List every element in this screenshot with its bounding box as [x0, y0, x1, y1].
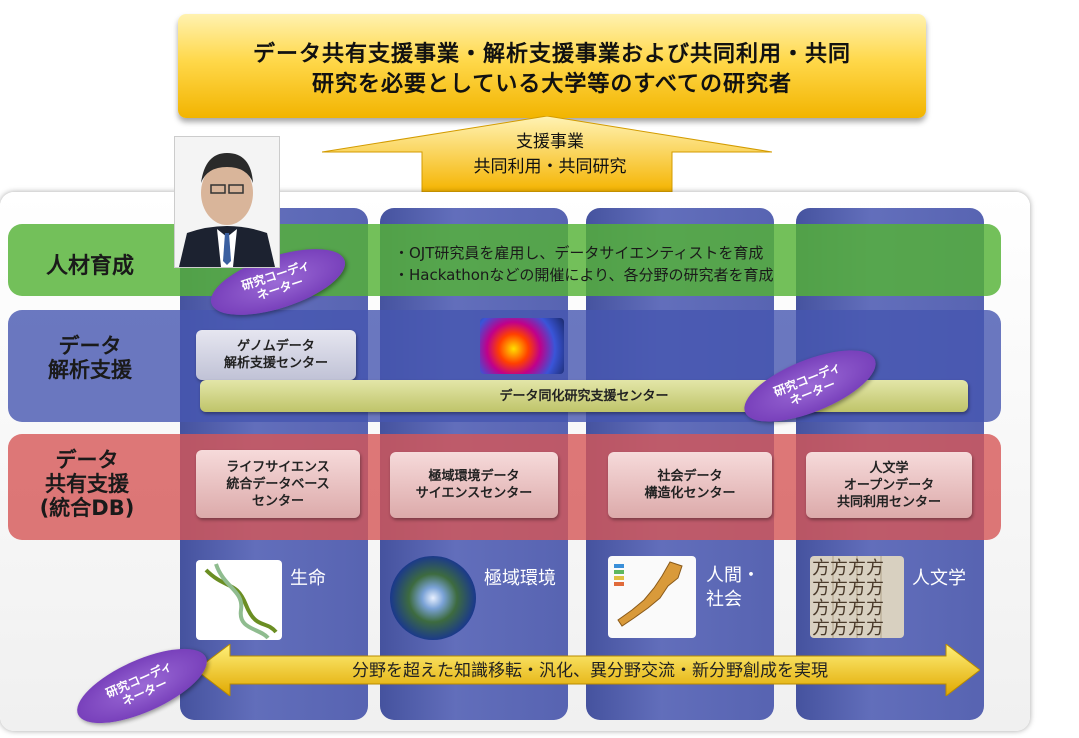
simulation-visual-image — [480, 318, 564, 374]
humanities-open-data-center: 人文学 オープンデータ 共同利用センター — [806, 452, 972, 518]
field-society-label: 人間・ 社会 — [706, 565, 760, 610]
dna-helix-image — [196, 560, 282, 640]
support-up-arrow — [322, 116, 772, 192]
life-center-line3: センター — [251, 493, 304, 509]
social-center-line1: 社会データ — [657, 469, 723, 484]
db-label: データ 共有支援 (統合DB) — [22, 448, 152, 520]
social-center-line2: 構造化センター — [644, 486, 736, 501]
humanities-center-line1: 人文学 — [869, 460, 909, 476]
db-label-line3: (統合DB) — [39, 496, 135, 520]
kanji-text-image: 方方方方方方方方方方方方方方方方 — [810, 556, 904, 638]
db-label-line2: 共有支援 — [45, 472, 129, 496]
svg-text:方方方方: 方方方方 — [812, 618, 884, 638]
svg-text:方方方方: 方方方方 — [812, 578, 884, 599]
banner-title-line1: データ共有支援事業・解析支援事業および共同利用・共同 — [252, 42, 851, 67]
humanities-center-line3: 共同利用センター — [836, 494, 941, 510]
up-arrow-line2: 共同利用・共同研究 — [473, 157, 627, 177]
banner-title-line2: 研究を必要としている大学等のすべての研究者 — [312, 72, 792, 97]
banner-title: データ共有支援事業・解析支援事業および共同利用・共同 研究を必要としている大学等… — [178, 40, 926, 100]
analysis-label-line1: データ — [58, 334, 122, 358]
svg-text:方方方方: 方方方方 — [812, 558, 884, 579]
field-humanities-label: 人文学 — [912, 568, 966, 589]
assimilation-center-label: データ同化研究支援センター — [499, 388, 669, 404]
row-human-resources — [8, 224, 1001, 296]
life-science-db-center: ライフサイエンス 統合データベース センター — [196, 450, 360, 518]
genome-center-line2: 解析支援センター — [223, 356, 328, 371]
field-polar-label: 極域環境 — [484, 568, 556, 589]
life-center-line2: 統合データベース — [226, 476, 330, 492]
hr-bullet-2: ・Hackathonなどの開催により、各分野の研究者を育成 — [394, 266, 774, 284]
up-arrow-line1: 支援事業 — [516, 132, 584, 152]
target-researchers-banner — [178, 14, 926, 118]
analysis-label-line2: 解析支援 — [48, 358, 132, 382]
polar-center-line1: 極域環境データ — [428, 469, 520, 484]
genome-center-box: ゲノムデータ 解析支援センター — [196, 330, 356, 380]
life-center-line1: ライフサイエンス — [226, 459, 330, 475]
polar-center-line2: サイエンスセンター — [415, 486, 533, 501]
polar-data-center: 極域環境データ サイエンスセンター — [390, 452, 558, 518]
genome-center-line1: ゲノムデータ — [237, 339, 315, 354]
social-data-center: 社会データ 構造化センター — [608, 452, 772, 518]
analysis-label: データ 解析支援 — [30, 334, 150, 382]
japan-map-image — [608, 556, 696, 638]
polar-globe-image — [390, 556, 476, 640]
hr-bullet-1: ・OJT研究員を雇用し、データサイエンティストを育成 — [394, 244, 764, 262]
cross-field-arrow-label: 分野を超えた知識移転・汎化、異分野交流・新分野創成を実現 — [352, 661, 828, 681]
field-life-label: 生命 — [290, 568, 326, 589]
hr-label: 人材育成 — [45, 254, 134, 279]
researcher-portrait-photo — [174, 136, 280, 268]
up-arrow-label: 支援事業 共同利用・共同研究 — [430, 130, 670, 180]
cross-field-double-arrow — [196, 644, 980, 696]
svg-text:方方方方: 方方方方 — [812, 598, 884, 619]
db-label-line1: データ — [55, 448, 119, 472]
humanities-center-line2: オープンデータ — [843, 477, 935, 493]
